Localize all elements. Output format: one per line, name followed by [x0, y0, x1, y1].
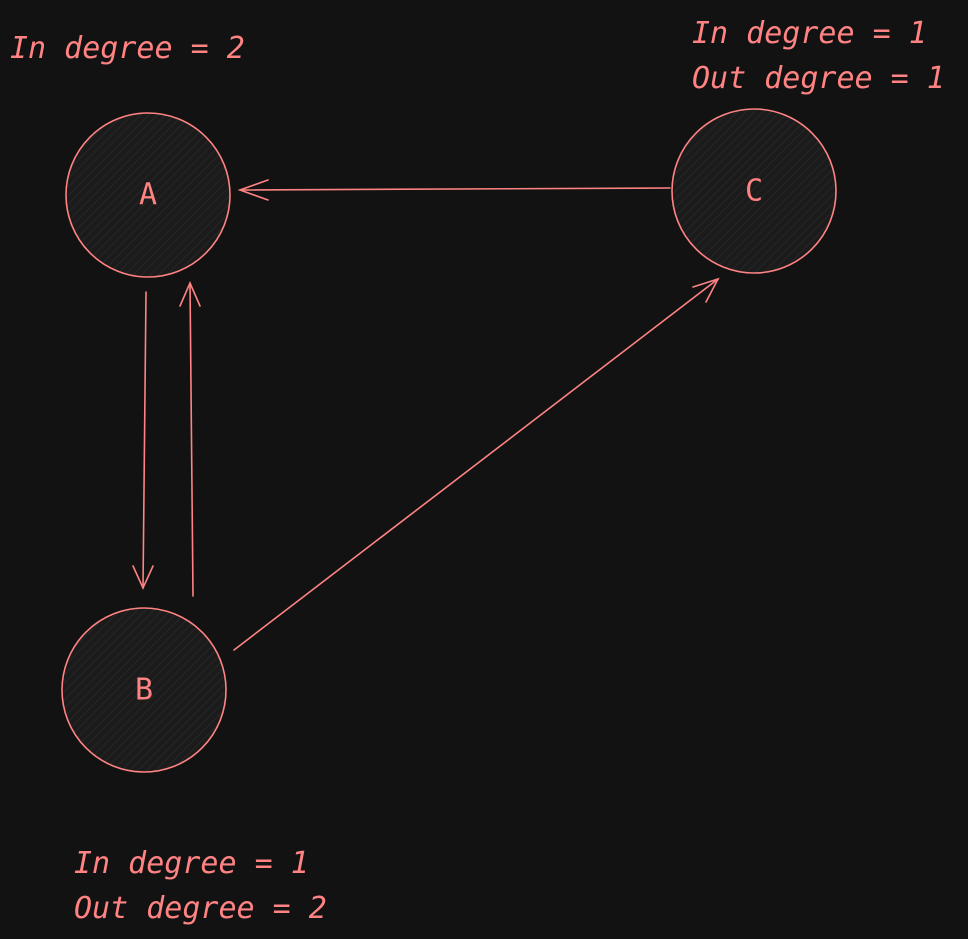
- annotation-c-in-degree: In degree = 1: [692, 16, 927, 51]
- node-a-circle: [65, 112, 231, 278]
- node-a: A: [65, 112, 231, 278]
- edges: [132, 179, 720, 651]
- annotation-b-in-degree: In degree = 1: [74, 846, 309, 881]
- node-c-circle: [671, 108, 837, 274]
- node-b: B: [61, 607, 227, 773]
- annotation-a-in-degree: In degree = 2: [10, 31, 245, 66]
- annotation-b-out-degree: Out degree = 2: [74, 891, 327, 926]
- node-b-label: B: [135, 673, 153, 708]
- edge-c-to-a: [237, 179, 671, 201]
- node-c-label: C: [745, 174, 763, 209]
- node-b-circle: [61, 607, 227, 773]
- edge-b-to-a: [179, 280, 201, 597]
- edge-b-to-c: [233, 277, 720, 651]
- annotation-c-out-degree: Out degree = 1: [692, 61, 945, 96]
- node-a-label: A: [139, 178, 157, 213]
- node-c: C: [671, 108, 837, 274]
- edge-a-to-b: [132, 291, 154, 590]
